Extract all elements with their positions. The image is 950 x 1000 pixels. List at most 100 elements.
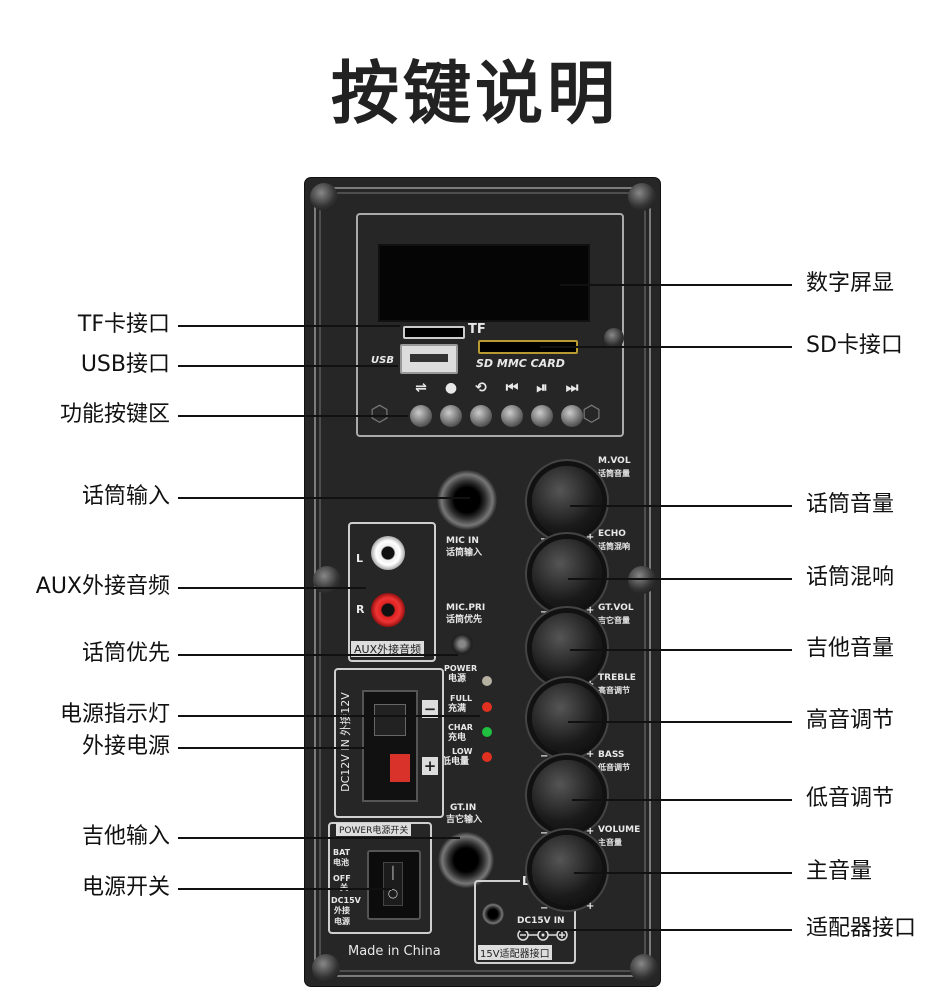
aux-right-rca[interactable] — [371, 593, 405, 627]
leader-right-7 — [574, 872, 792, 874]
func-button-5[interactable] — [561, 405, 583, 427]
leader-left-0 — [178, 325, 400, 327]
screw-top-right — [628, 183, 656, 211]
low-led-label-cn: 低电量 — [442, 757, 470, 767]
digital-display — [378, 244, 590, 322]
guitar-input-jack[interactable] — [438, 832, 494, 888]
char-led-label-cn: 充电 — [448, 733, 467, 743]
leader-right-5 — [568, 721, 792, 723]
func-button-1[interactable] — [440, 405, 462, 427]
dc-terminal-label: DC12V IN 外接12V — [339, 692, 352, 792]
knob-3[interactable] — [532, 683, 602, 753]
screw-module — [604, 328, 624, 348]
dc15v-label-en: DC15V — [331, 896, 361, 905]
mic-pri-label-en: MIC.PRI — [446, 603, 486, 613]
func-symbol-5: ⏭ — [565, 380, 579, 396]
func-hex-left-icon: ⬡ — [370, 402, 389, 427]
mic-in-label-cn: 话筒输入 — [446, 548, 483, 558]
aux-panel — [348, 522, 436, 662]
power-rocker-switch[interactable]: │○ — [367, 850, 421, 920]
knob-label-cn-4: 低音调节 — [598, 763, 630, 772]
knob-minus-0: − — [540, 534, 549, 545]
leader-right-0 — [560, 284, 792, 286]
func-button-3[interactable] — [501, 405, 523, 427]
callout-left-6: 电源指示灯 — [59, 702, 170, 727]
leader-right-6 — [572, 799, 792, 801]
knob-plus-4: + — [586, 826, 595, 837]
leader-right-2 — [570, 505, 792, 507]
made-in-label: Made in China — [348, 944, 441, 959]
knob-label-en-1: ECHO — [598, 529, 626, 539]
off-label-cn: 关 — [340, 882, 348, 893]
tf-label: TF — [468, 322, 486, 337]
mic-input-jack[interactable] — [437, 470, 497, 530]
knob-5[interactable] — [532, 835, 602, 905]
sd-label: SD MMC CARD — [476, 357, 565, 370]
aux-left-rca[interactable] — [371, 536, 405, 570]
terminal-plus-label: + — [422, 757, 438, 775]
func-symbol-0: ⇌ — [415, 380, 427, 396]
func-button-0[interactable] — [410, 405, 432, 427]
dc-adapter-jack[interactable] — [482, 903, 504, 925]
leader-left-6 — [178, 715, 480, 717]
bat-label-en: BAT — [333, 848, 351, 857]
knob-label-en-5: VOLUME — [598, 825, 641, 835]
screw-mid-right — [628, 566, 656, 594]
full-led-label-en: FULL — [450, 694, 473, 703]
callout-right-0: 数字屏显 — [806, 271, 895, 296]
tf-card-slot[interactable] — [403, 326, 465, 339]
knob-label-cn-3: 高音调节 — [598, 686, 630, 695]
knob-minus-3: − — [540, 751, 549, 762]
knob-plus-5: + — [586, 901, 595, 912]
knob-2[interactable] — [532, 613, 602, 683]
knob-label-cn-2: 吉它音量 — [598, 616, 630, 625]
knob-label-cn-1: 话筒混响 — [598, 542, 630, 551]
leader-left-2 — [178, 415, 408, 417]
power-led — [482, 676, 492, 686]
callout-right-6: 低音调节 — [806, 786, 895, 811]
callout-left-4: AUX外接音频 — [35, 574, 170, 599]
adapter-label: 15V适配器接口 — [478, 945, 552, 960]
full-led — [482, 702, 492, 712]
knob-minus-5: − — [540, 903, 549, 914]
usb-port[interactable] — [400, 344, 458, 374]
mic-in-label-en: MIC IN — [446, 536, 479, 546]
leader-left-3 — [178, 497, 470, 499]
knob-label-en-3: TREBLE — [598, 673, 636, 683]
leader-right-4 — [570, 649, 792, 651]
knob-minus-4: − — [540, 828, 549, 839]
power-led-label-en: POWER — [444, 664, 478, 673]
speaker-terminal[interactable] — [362, 690, 418, 802]
leader-left-9 — [178, 888, 392, 890]
callout-right-5: 高音调节 — [806, 708, 895, 733]
aux-r-label: R — [356, 603, 365, 616]
leader-right-3 — [568, 578, 792, 580]
leader-left-1 — [178, 365, 398, 367]
func-button-2[interactable] — [470, 405, 492, 427]
mic-priority-switch[interactable] — [451, 633, 473, 655]
low-led-label-en: LOW — [452, 747, 473, 756]
callout-right-4: 吉他音量 — [806, 636, 895, 661]
func-symbol-1: ● — [444, 380, 458, 396]
callout-right-8: 适配器接口 — [806, 916, 917, 941]
power-led-label-cn: 电源 — [448, 674, 467, 684]
callout-left-3: 话筒输入 — [81, 484, 170, 509]
full-led-label-cn: 充满 — [448, 704, 467, 714]
leader-left-7 — [178, 747, 372, 749]
knob-0[interactable] — [532, 466, 602, 536]
knob-plus-1: + — [586, 605, 595, 616]
knob-minus-2: − — [540, 681, 549, 692]
leader-left-8 — [178, 837, 460, 839]
power-switch-panel-label: POWER电源开关 — [336, 823, 412, 836]
leader-left-5 — [178, 654, 458, 656]
knob-1[interactable] — [532, 539, 602, 609]
screw-top-left — [310, 183, 338, 211]
knob-label-en-0: M.VOL — [598, 456, 631, 466]
leader-left-4 — [178, 587, 366, 589]
screw-bottom-right — [630, 954, 658, 982]
bat-label-cn: 电池 — [333, 858, 349, 867]
func-button-4[interactable] — [531, 405, 553, 427]
callout-right-3: 话筒混响 — [806, 565, 895, 590]
knob-4[interactable] — [532, 760, 602, 830]
page-title: 按键说明 — [330, 55, 619, 134]
